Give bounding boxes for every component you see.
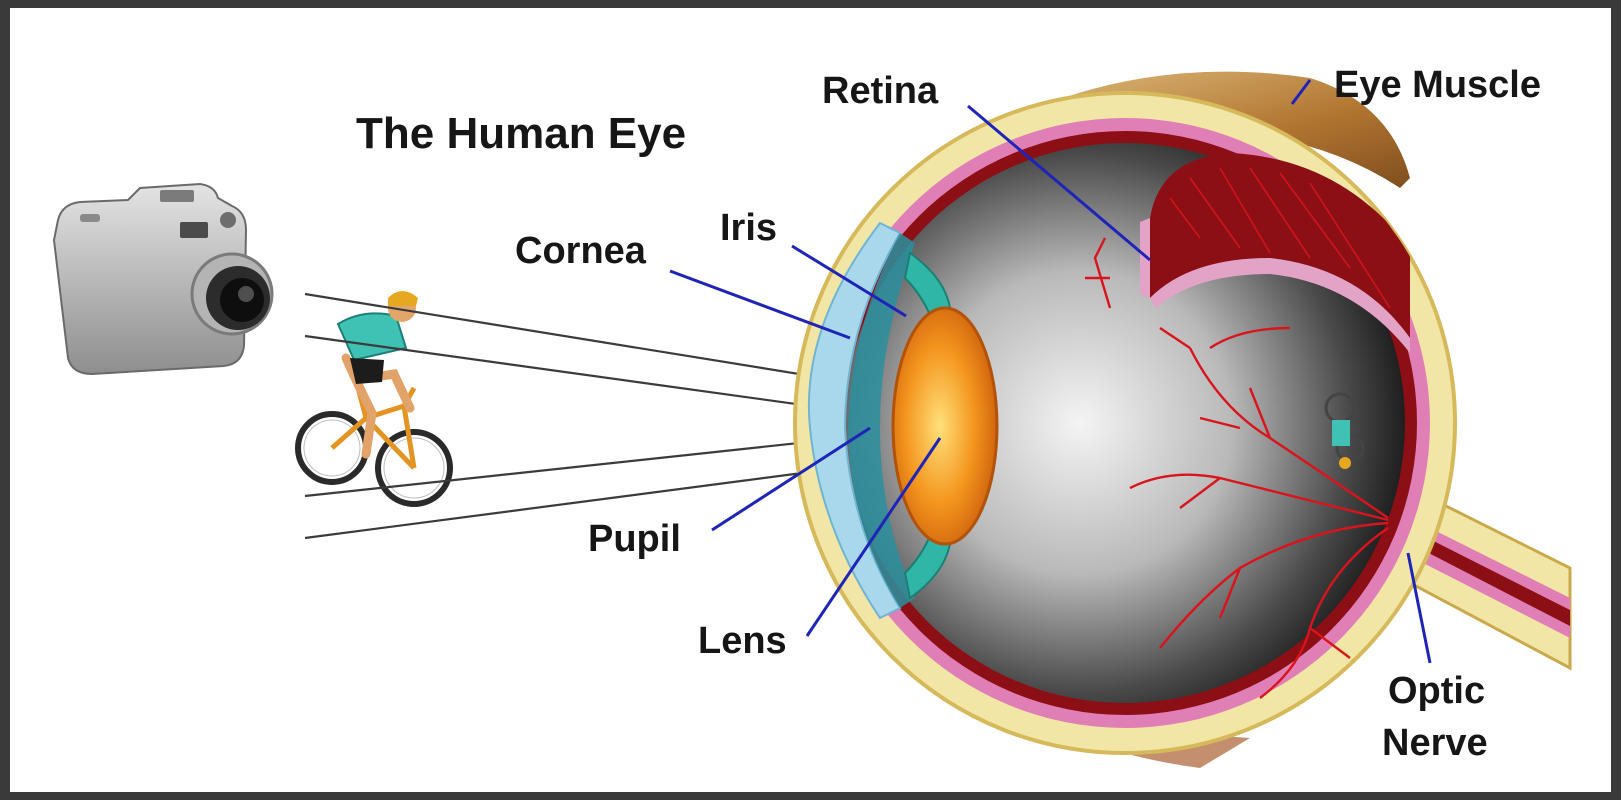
camera-icon xyxy=(54,184,272,374)
label-lens: Lens xyxy=(698,620,787,662)
eye-cross-section xyxy=(795,72,1570,768)
label-pupil: Pupil xyxy=(588,518,681,560)
diagram-title: The Human Eye xyxy=(356,109,686,158)
lens xyxy=(893,308,997,544)
label-eye-muscle: Eye Muscle xyxy=(1334,64,1541,106)
label-optic: Optic xyxy=(1388,670,1485,712)
label-retina: Retina xyxy=(822,70,939,112)
diagram-canvas: The Human Eye Retina Eye Muscle Iris Cor… xyxy=(10,8,1611,792)
eye-diagram: The Human Eye Retina Eye Muscle Iris Cor… xyxy=(10,8,1611,792)
label-nerve: Nerve xyxy=(1382,722,1488,764)
label-iris: Iris xyxy=(720,207,777,249)
label-cornea: Cornea xyxy=(515,230,647,272)
cyclist-icon xyxy=(298,291,450,504)
